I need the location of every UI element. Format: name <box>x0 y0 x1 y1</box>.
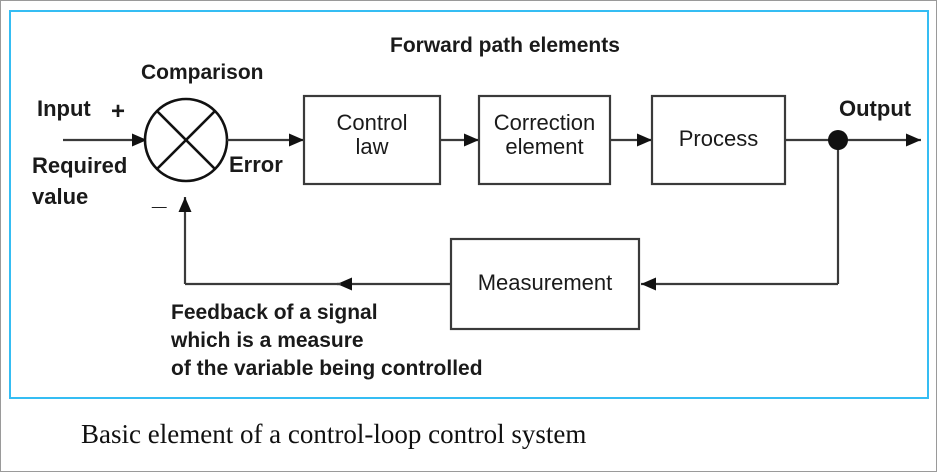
feedback-note-line1: Feedback of a signal <box>171 301 378 324</box>
output-takeoff-node <box>828 130 848 150</box>
block-process-rect <box>650 94 787 186</box>
feedback-note-line2: which is a measure <box>171 329 364 352</box>
comparison-label: Comparison <box>141 61 264 84</box>
figure-caption: Basic element of a control-loop control … <box>81 419 587 449</box>
block-measurement-line1: Measurement <box>477 270 613 295</box>
required-value-line2-label: value <box>32 184 89 209</box>
output-label: Output <box>839 96 912 121</box>
feedback-note-line3: of the variable being controlled <box>171 357 483 380</box>
block-control-law-line1: Control <box>336 110 408 135</box>
block-control-law-rect <box>302 94 442 186</box>
error-label: Error <box>229 152 283 177</box>
block-correction-element-line2: element <box>505 134 584 160</box>
block-measurement-label: Measurement <box>451 270 639 295</box>
block-process-label: Process <box>652 126 785 151</box>
block-control-law-label: Control law <box>304 110 440 160</box>
input-label: Input <box>37 96 91 121</box>
block-control-law-line2: law <box>355 134 389 160</box>
minus-sign-label: _ <box>152 181 167 211</box>
plus-sign-label: + <box>111 98 126 125</box>
block-correction-element-label: Correction element <box>479 110 610 160</box>
forward-path-label: Forward path elements <box>390 34 620 57</box>
block-process-line1: Process <box>678 126 759 151</box>
summing-junction-cross-b <box>156 110 216 170</box>
block-correction-element-line1: Correction <box>493 110 596 135</box>
diagram-frame <box>9 10 929 399</box>
required-value-line1-label: Required <box>32 153 128 178</box>
